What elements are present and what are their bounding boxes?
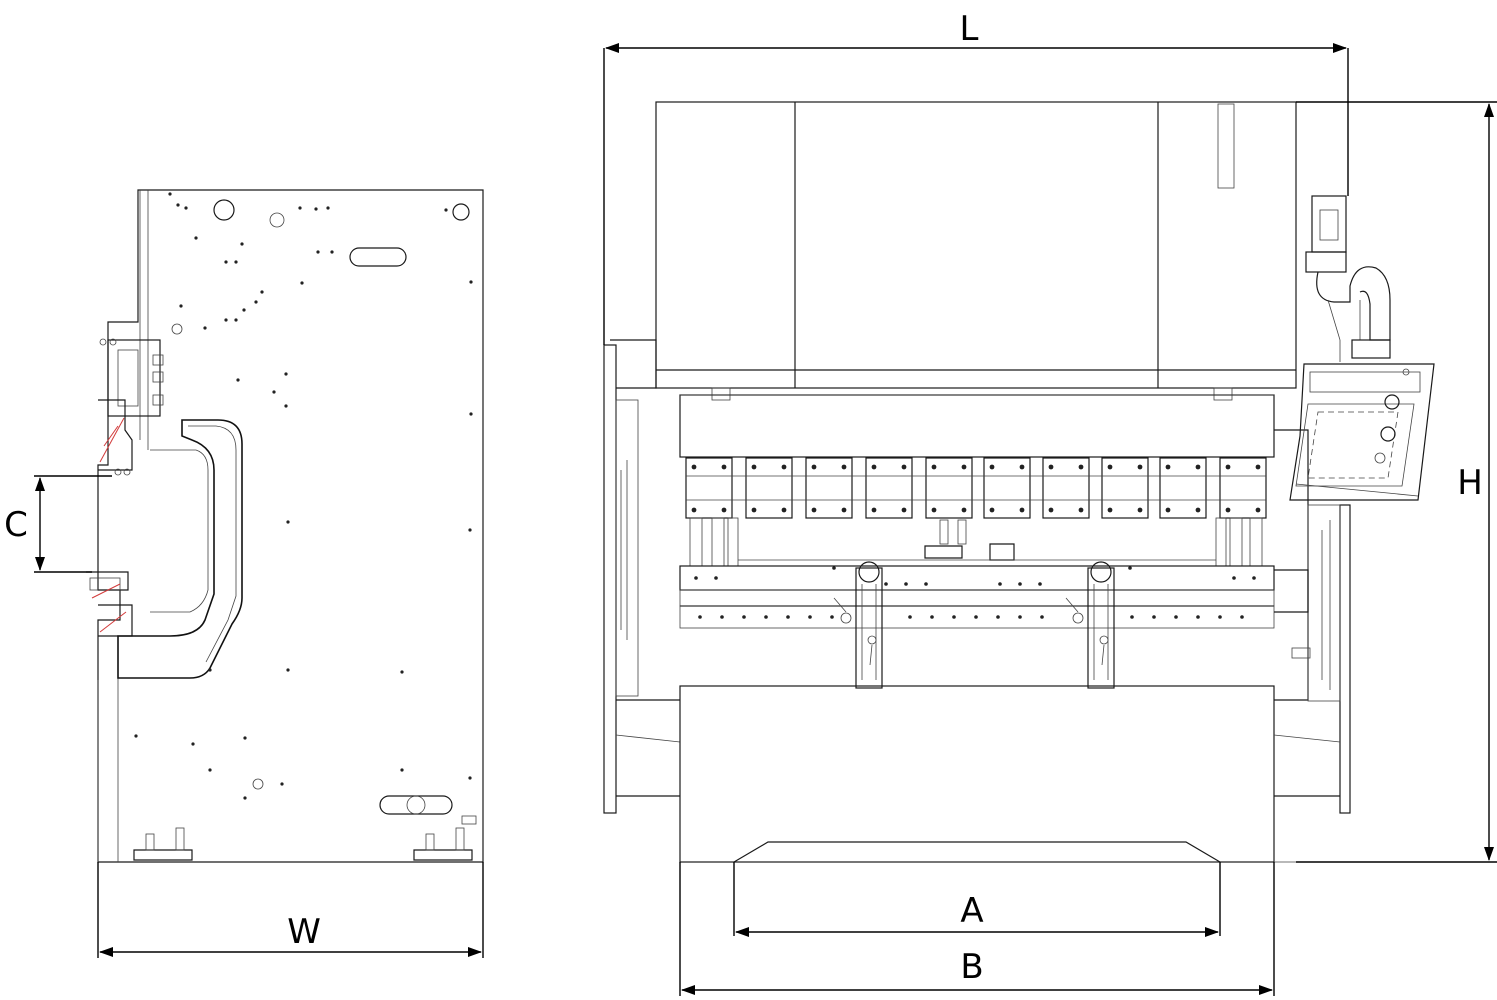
front-left-upright bbox=[603, 344, 617, 814]
front-lower-bed bbox=[679, 685, 1275, 863]
side-hole-1 bbox=[213, 199, 235, 221]
label-b: B bbox=[960, 947, 983, 987]
front-support-arm-right bbox=[1065, 561, 1115, 689]
front-control-pendant bbox=[1289, 363, 1435, 501]
dimension-l: L bbox=[603, 9, 1349, 345]
side-ram-block bbox=[107, 339, 161, 417]
front-die-rail bbox=[679, 565, 1275, 591]
front-right-upright bbox=[1274, 429, 1309, 701]
dimension-a: A bbox=[733, 862, 1221, 937]
front-upper-beam bbox=[679, 394, 1275, 458]
side-frame bbox=[97, 189, 484, 863]
dimension-b: B bbox=[679, 862, 1275, 996]
front-support-arm-left bbox=[833, 561, 883, 689]
front-punch-clamps bbox=[685, 457, 1267, 519]
side-slot-top bbox=[349, 247, 407, 267]
side-slot-bottom bbox=[379, 795, 453, 815]
label-a: A bbox=[960, 891, 983, 931]
dimension-h: H bbox=[1296, 101, 1497, 863]
front-hydraulic-fittings bbox=[1305, 195, 1391, 362]
front-top-cover bbox=[655, 101, 1297, 389]
dimension-c: C bbox=[4, 475, 112, 573]
side-throat bbox=[117, 419, 243, 679]
label-c: C bbox=[4, 505, 28, 545]
dimension-w: W bbox=[97, 862, 484, 958]
label-l: L bbox=[960, 9, 979, 49]
front-view bbox=[603, 101, 1435, 863]
label-w: W bbox=[287, 912, 321, 952]
label-h: H bbox=[1457, 463, 1483, 503]
side-view bbox=[86, 189, 484, 863]
